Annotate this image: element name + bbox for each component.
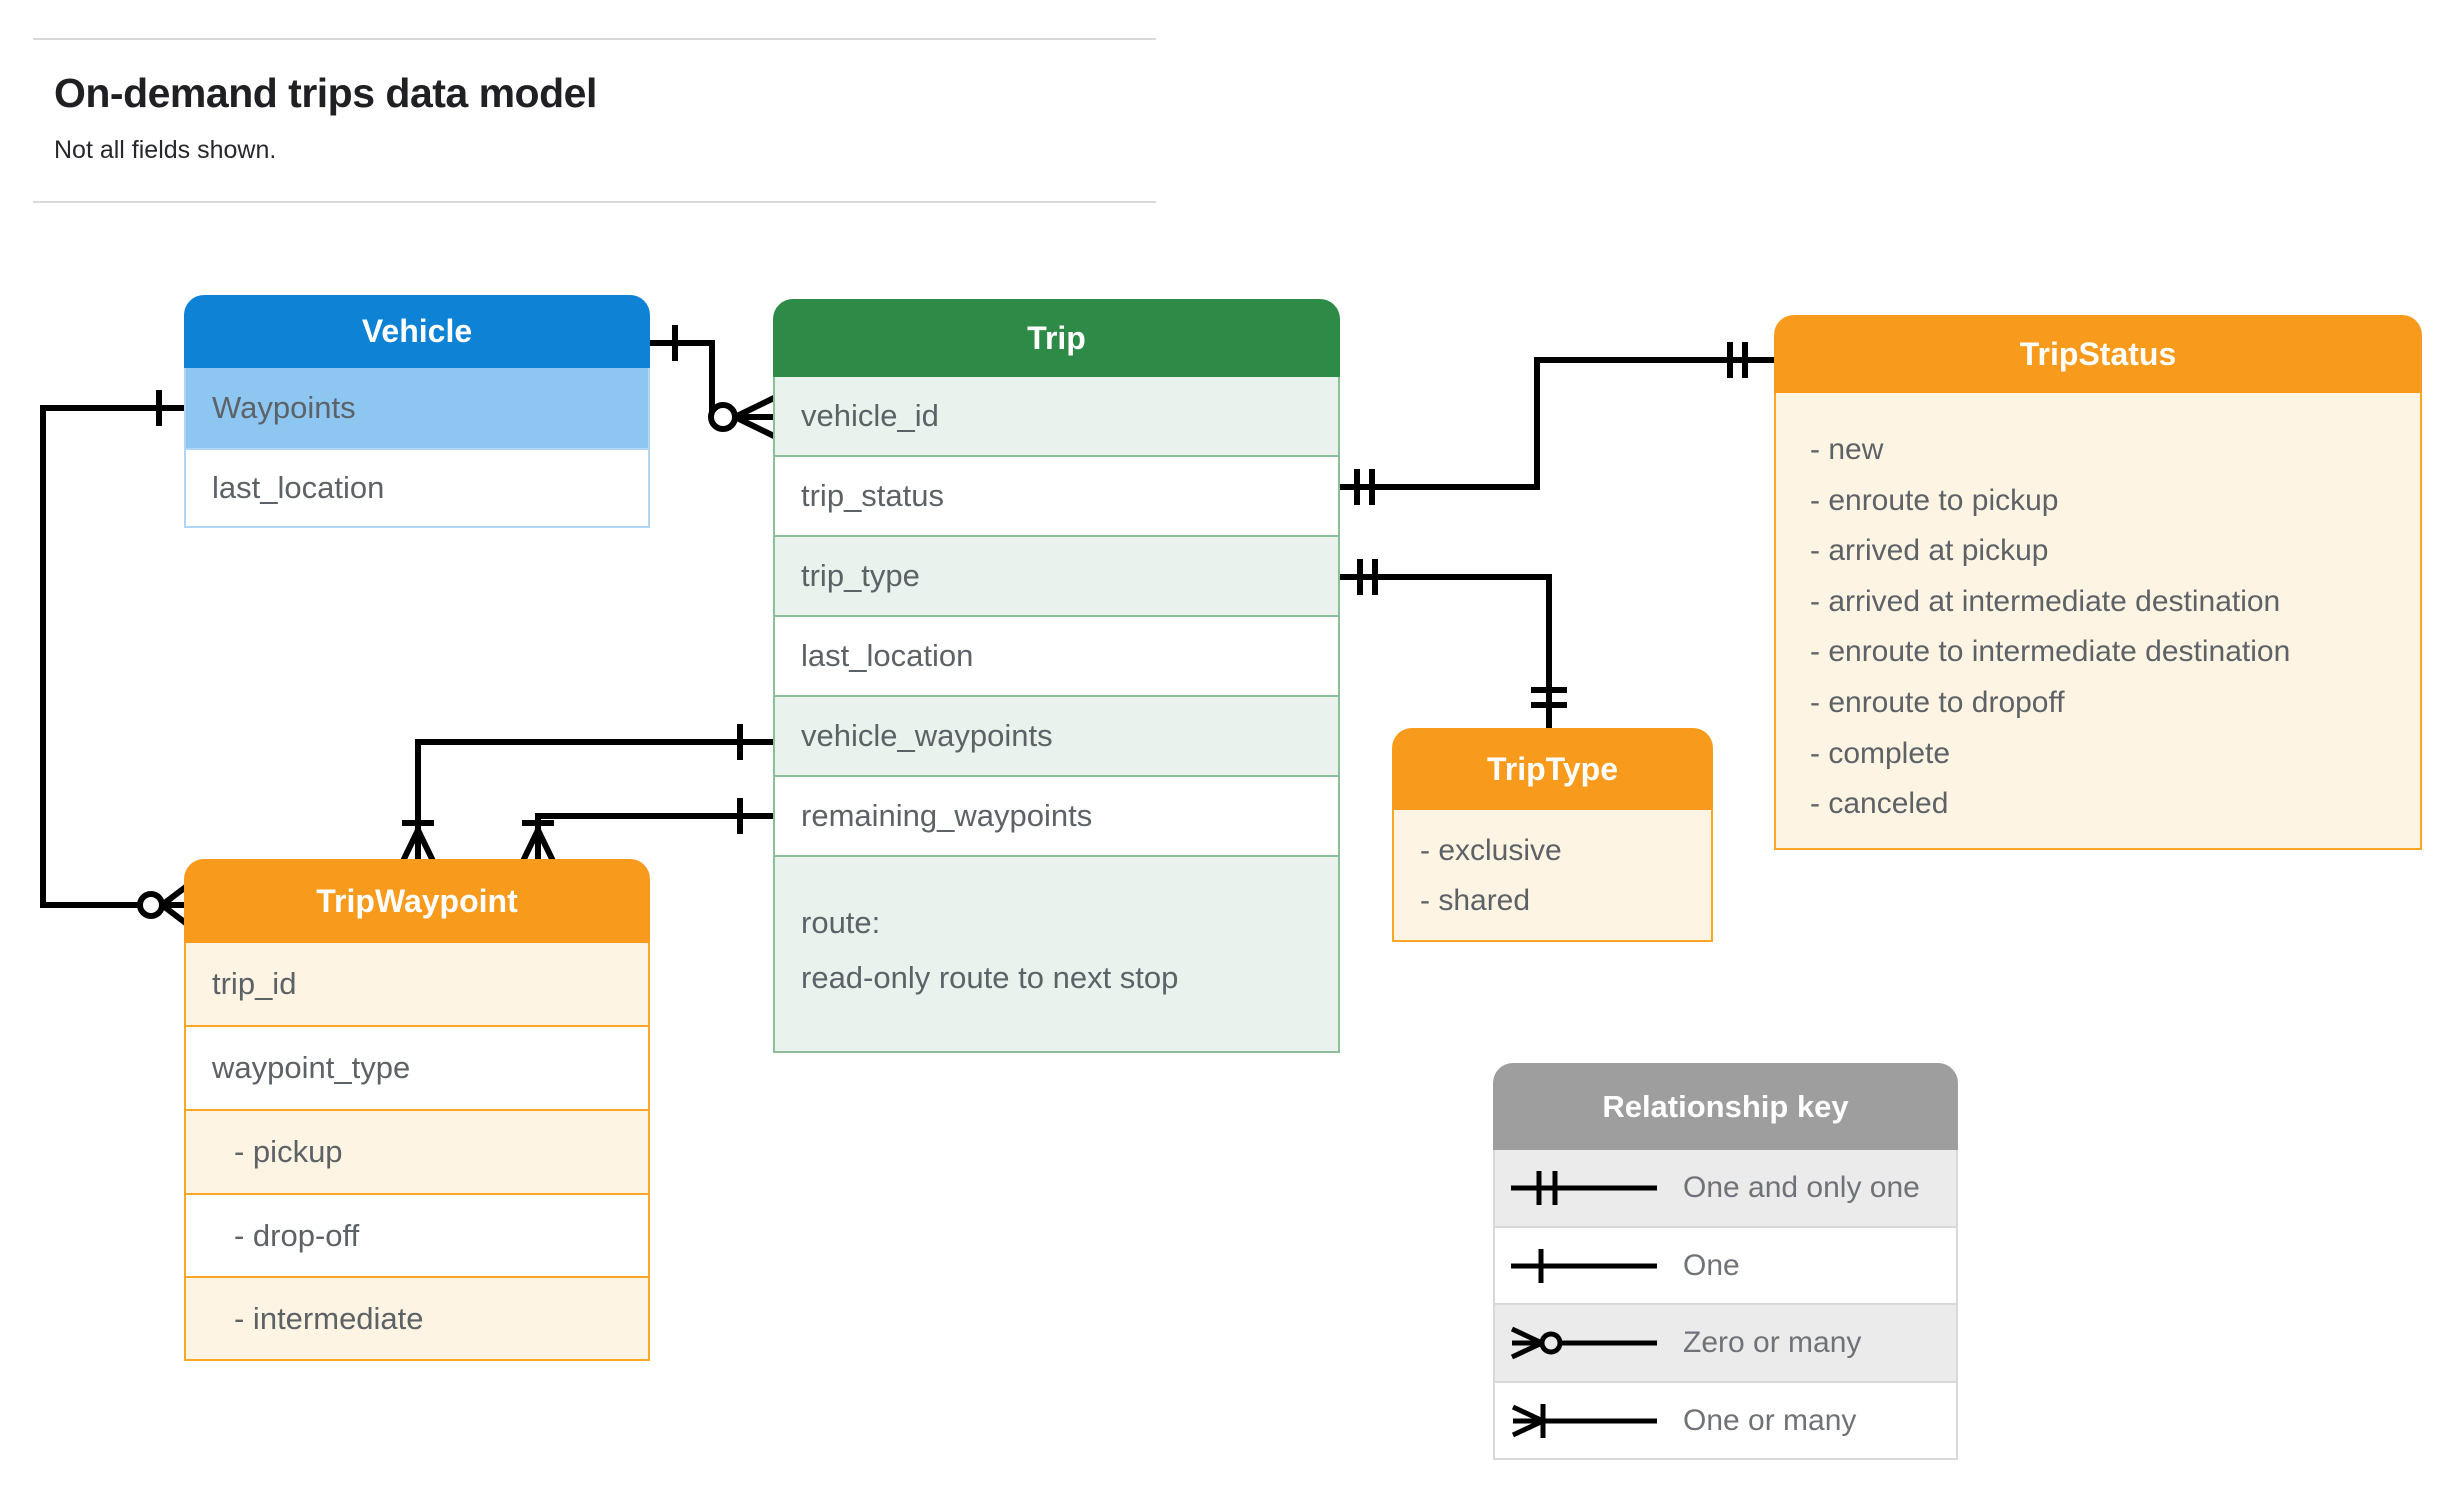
edge-trip-vehicle-waypoints-tripwaypoint (400, 724, 775, 863)
entity-trip: Trip vehicle_id trip_status trip_type la… (773, 299, 1340, 1053)
trip-status-value: - enroute to pickup (1810, 483, 2059, 517)
field-vehicle-last-location: last_location (184, 450, 650, 528)
relationship-key-header: Relationship key (1493, 1063, 1958, 1150)
field-trip-remaining-waypoints: remaining_waypoints (773, 777, 1340, 857)
top-divider (33, 38, 1156, 40)
trip-status-value: - arrived at pickup (1810, 534, 2049, 568)
field-trip-type: trip_type (773, 537, 1340, 617)
entity-trip-status: TripStatus - new - enroute to pickup - a… (1774, 315, 2422, 850)
waypoint-type-value-dropoff: - drop-off (184, 1195, 650, 1278)
field-trip-route-label: route: (801, 905, 881, 940)
trip-status-value: - enroute to intermediate destination (1810, 635, 2291, 669)
edge-trip-type-triptype (1340, 559, 1567, 728)
zero-or-many-circle-icon (708, 402, 738, 432)
trip-type-value: - shared (1420, 884, 1531, 917)
one-icon (1511, 1248, 1657, 1283)
key-label: Zero or many (1683, 1326, 1862, 1359)
trip-status-value: - complete (1810, 736, 1951, 770)
waypoint-type-value-pickup: - pickup (184, 1111, 650, 1195)
edge-vehicle-waypoints-tripwaypoint (40, 390, 189, 927)
crow-foot-icon (400, 828, 436, 863)
entity-trip-type-body: - exclusive - shared (1392, 810, 1713, 942)
zero-or-many-circle-icon (137, 891, 165, 919)
one-and-only-one-icon (1511, 1171, 1657, 1205)
field-trip-waypoint-trip-id: trip_id (184, 943, 650, 1027)
entity-vehicle: Vehicle Waypoints last_location (184, 295, 650, 528)
trip-status-value: - arrived at intermediate destination (1810, 584, 2281, 618)
entity-trip-type: TripType - exclusive - shared (1392, 728, 1713, 942)
field-trip-vehicle-waypoints: vehicle_waypoints (773, 697, 1340, 777)
one-or-many-icon (1511, 1403, 1657, 1438)
field-trip-route: route: read-only route to next stop (773, 857, 1340, 1053)
entity-vehicle-header: Vehicle (184, 295, 650, 368)
entity-trip-waypoint: TripWaypoint trip_id waypoint_type - pic… (184, 859, 650, 1361)
trip-status-value: - new (1810, 433, 1884, 466)
entity-trip-header: Trip (773, 299, 1340, 377)
edge-vehicle-trip (650, 325, 778, 440)
title-divider (33, 201, 1156, 203)
relationship-key: Relationship key One and only one One Ze… (1493, 1063, 1958, 1460)
field-trip-waypoint-type: waypoint_type (184, 1027, 650, 1111)
field-trip-vehicle-id: vehicle_id (773, 377, 1340, 457)
key-label: One (1683, 1248, 1740, 1282)
key-row-zero-or-many: Zero or many (1493, 1305, 1958, 1383)
page-title: On-demand trips data model (54, 70, 597, 116)
field-trip-last-location: last_location (773, 617, 1340, 697)
field-vehicle-waypoints: Waypoints (184, 368, 650, 450)
key-row-one-or-many: One or many (1493, 1383, 1958, 1460)
trip-type-value: - exclusive (1420, 834, 1562, 867)
entity-trip-type-header: TripType (1392, 728, 1713, 810)
field-trip-route-description: read-only route to next stop (801, 960, 1179, 995)
key-label: One or many (1683, 1403, 1857, 1437)
zero-or-many-icon (1510, 1326, 1657, 1360)
trip-status-value: - canceled (1810, 787, 1949, 821)
crow-foot-icon (520, 828, 556, 863)
waypoint-type-value-intermediate: - intermediate (184, 1278, 650, 1361)
edge-trip-status-tripstatus (1340, 342, 1774, 505)
trip-status-value: - enroute to dropoff (1810, 685, 2065, 719)
key-row-one-and-only-one: One and only one (1493, 1150, 1958, 1228)
field-trip-status: trip_status (773, 457, 1340, 537)
key-label: One and only one (1683, 1171, 1920, 1204)
entity-trip-status-body: - new - enroute to pickup - arrived at p… (1774, 393, 2422, 850)
entity-trip-status-header: TripStatus (1774, 315, 2422, 393)
key-row-one: One (1493, 1228, 1958, 1305)
entity-trip-waypoint-header: TripWaypoint (184, 859, 650, 943)
page-subtitle: Not all fields shown. (54, 136, 277, 164)
edge-trip-remaining-waypoints-tripwaypoint (520, 798, 775, 863)
crow-foot-icon (733, 394, 778, 440)
